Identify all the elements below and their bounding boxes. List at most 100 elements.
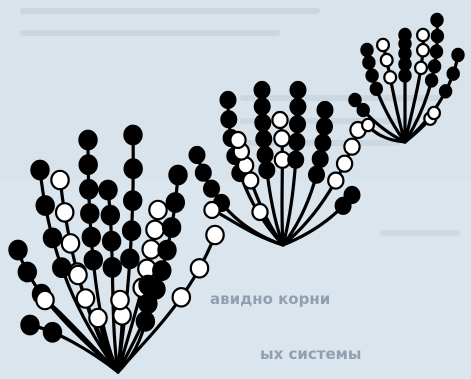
cluster-middle-filled-bead — [195, 164, 211, 181]
cluster-left-filled-bead — [31, 160, 49, 180]
cluster-middle-filled-bead — [254, 81, 270, 98]
cluster-middle-open-bead — [337, 156, 352, 172]
cluster-left-filled-bead — [79, 155, 97, 175]
cluster-left-filled-bead — [124, 191, 142, 211]
cluster-right-open-bead — [428, 107, 440, 119]
cluster-left-filled-bead — [18, 262, 36, 282]
cluster-left-open-bead — [62, 234, 79, 252]
cluster-middle-filled-bead — [204, 180, 220, 197]
cluster-left-filled-bead — [124, 159, 142, 179]
cluster-left-filled-bead — [121, 249, 139, 269]
cluster-middle-filled-bead — [289, 133, 305, 150]
cluster-middle-filled-bead — [317, 118, 333, 135]
cluster-left-filled-bead — [101, 205, 119, 225]
cluster-right-filled-bead — [363, 56, 375, 69]
cluster-middle-filled-bead — [312, 150, 328, 167]
cluster-left-filled-bead — [102, 231, 120, 251]
cluster-right-filled-bead — [431, 13, 443, 26]
cluster-left-open-bead — [191, 259, 208, 277]
cluster-middle-filled-bead — [189, 146, 205, 163]
cluster-right-open-bead — [415, 62, 427, 74]
cluster-middle-open-bead — [230, 132, 245, 148]
cluster-middle-filled-bead — [315, 134, 331, 151]
cluster-left-open-bead — [77, 289, 94, 307]
cluster-left-open-bead — [206, 226, 223, 244]
cluster-left-open-bead — [149, 201, 166, 219]
cluster-right-filled-bead — [366, 69, 378, 82]
cluster-left-filled-bead — [99, 180, 117, 200]
cluster-middle-open-bead — [243, 173, 258, 189]
cluster-middle-filled-bead — [290, 81, 306, 98]
cluster-left-open-bead — [56, 203, 73, 221]
cluster-left-filled-bead — [166, 193, 184, 213]
cluster-left-filled-bead — [36, 196, 54, 216]
cluster-middle-filled-bead — [309, 166, 325, 183]
cluster-left-filled-bead — [81, 204, 99, 224]
cluster-left-filled-bead — [139, 294, 157, 314]
cluster-middle-filled-bead — [290, 116, 306, 133]
cluster-left-open-bead — [69, 266, 86, 284]
cluster-middle-filled-bead — [317, 101, 333, 118]
cluster-middle-open-bead — [328, 173, 343, 189]
cluster-left-filled-bead — [103, 258, 121, 278]
cluster-right-filled-bead — [430, 45, 442, 58]
cluster-middle-filled-bead — [257, 146, 273, 163]
cluster-right-filled-bead — [425, 74, 437, 87]
cluster-left-filled-bead — [158, 240, 176, 260]
cluster-left-filled-bead — [79, 130, 97, 150]
cluster-left-open-bead — [146, 221, 163, 239]
cluster-middle-filled-bead — [290, 98, 306, 115]
cluster-left-filled-bead — [21, 315, 39, 335]
cluster-right-open-bead — [384, 71, 396, 83]
cluster-left-filled-bead — [43, 228, 61, 248]
cluster-left-filled-bead — [169, 165, 187, 185]
cluster-right-filled-bead — [370, 82, 382, 95]
cluster-left-filled-bead — [9, 240, 27, 260]
cluster-left-filled-bead — [153, 261, 171, 281]
cluster-left-filled-bead — [80, 179, 98, 199]
cluster-right-open-bead — [381, 54, 393, 66]
cluster-right-filled-bead — [428, 60, 440, 73]
cluster-middle-filled-bead — [344, 186, 360, 203]
cluster-right-open-bead — [417, 29, 429, 41]
cluster-right-filled-bead — [361, 43, 373, 56]
cluster-middle-open-bead — [204, 202, 219, 218]
cluster-left-filled-bead — [43, 322, 61, 342]
cluster-left-filled-bead — [139, 275, 157, 295]
cluster-right-filled-bead — [452, 48, 464, 61]
cluster-left-filled-bead — [136, 311, 154, 331]
cluster-middle-filled-bead — [288, 151, 304, 168]
cluster-right-filled-bead — [349, 93, 361, 106]
cluster-middle-filled-bead — [221, 111, 237, 128]
cluster-middle-filled-bead — [259, 162, 275, 179]
cluster-right-filled-bead — [447, 67, 459, 80]
cluster-right-filled-bead — [431, 29, 443, 42]
cluster-left-open-bead — [143, 240, 160, 258]
cluster-left-open-bead — [51, 171, 68, 189]
cluster-middle-open-bead — [252, 204, 267, 220]
cluster-left-filled-bead — [124, 125, 142, 145]
beads — [9, 13, 464, 342]
cluster-left-open-bead — [36, 291, 53, 309]
cluster-left-open-bead — [89, 309, 106, 327]
cluster-middle-open-bead — [344, 139, 359, 155]
cluster-left-filled-bead — [122, 221, 140, 241]
cluster-left-filled-bead — [84, 250, 102, 270]
cluster-middle-filled-bead — [255, 114, 271, 131]
cluster-left-open-bead — [173, 288, 190, 306]
cluster-middle-filled-bead — [256, 130, 272, 147]
cluster-middle-open-bead — [274, 130, 289, 146]
cluster-right-open-bead — [377, 39, 389, 51]
cluster-right-open-bead — [362, 119, 374, 131]
cluster-middle-open-bead — [272, 112, 287, 128]
cluster-left-filled-bead — [162, 218, 180, 238]
cluster-middle-filled-bead — [254, 98, 270, 115]
cluster-left-filled-bead — [82, 227, 100, 247]
cluster-right-filled-bead — [439, 85, 451, 98]
cluster-middle-filled-bead — [220, 91, 236, 108]
cluster-left-open-bead — [111, 291, 128, 309]
cluster-right-filled-bead — [399, 28, 411, 41]
cluster-right-open-bead — [417, 44, 429, 56]
